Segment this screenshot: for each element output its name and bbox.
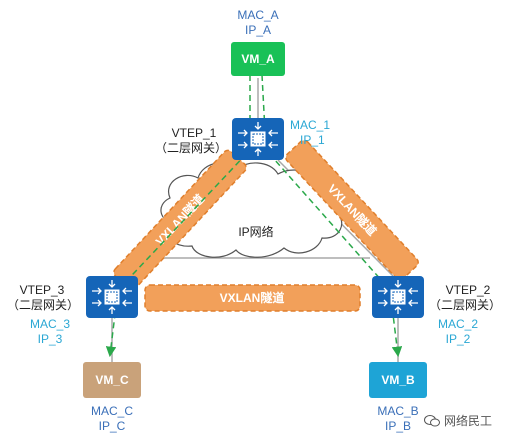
vtep-1-switch-icon <box>232 118 284 160</box>
vm-b-ip: IP_B <box>384 419 411 433</box>
vm-a-box: VM_A <box>231 42 285 76</box>
vtep-1-mac: MAC_1 <box>290 118 331 132</box>
vm-c-mac: MAC_C <box>90 404 133 418</box>
tunnel-bottom: VXLAN隧道 <box>144 284 361 312</box>
wechat-icon <box>424 415 440 427</box>
path-vm-a-to-vm-b <box>261 74 403 358</box>
vm-c-label: VM_C <box>95 373 129 387</box>
watermark: 网络民工 <box>424 412 492 429</box>
cloud-label: IP网络 <box>238 224 273 239</box>
vm-b-mac: MAC_B <box>377 404 419 418</box>
vtep-2-ip: IP_2 <box>445 332 471 346</box>
vtep-1-ip: IP_1 <box>300 133 325 147</box>
vtep-2-mac: MAC_2 <box>437 317 478 331</box>
vm-a-ip: IP_A <box>244 23 271 37</box>
path-vm-a-to-vm-c <box>105 75 251 358</box>
vtep-1-role: （二层网关） <box>154 141 227 155</box>
vm-a-label: VM_A <box>241 52 275 66</box>
vm-c-ip: IP_C <box>98 419 126 433</box>
vtep-3-ip: IP_3 <box>37 332 63 346</box>
vm-b-label: VM_B <box>381 373 415 387</box>
vm-b-box: VM_B <box>369 362 427 398</box>
vtep-2-name: VTEP_2 <box>445 283 491 297</box>
vtep-3-mac: MAC_3 <box>29 317 70 331</box>
tunnel-bottom-label: VXLAN隧道 <box>220 290 285 305</box>
traffic-path <box>105 74 403 358</box>
vtep-2-switch-icon <box>372 276 424 318</box>
vtep-1-name: VTEP_1 <box>171 126 217 140</box>
vm-c-box: VM_C <box>83 362 141 398</box>
vtep-3-switch-icon <box>86 276 138 318</box>
watermark-text: 网络民工 <box>444 414 493 428</box>
vtep-3-role: （二层网关） <box>6 298 79 312</box>
vtep-2-role: （二层网关） <box>428 298 501 312</box>
vtep-3-name: VTEP_3 <box>19 283 65 297</box>
vm-a-mac: MAC_A <box>237 8 279 22</box>
